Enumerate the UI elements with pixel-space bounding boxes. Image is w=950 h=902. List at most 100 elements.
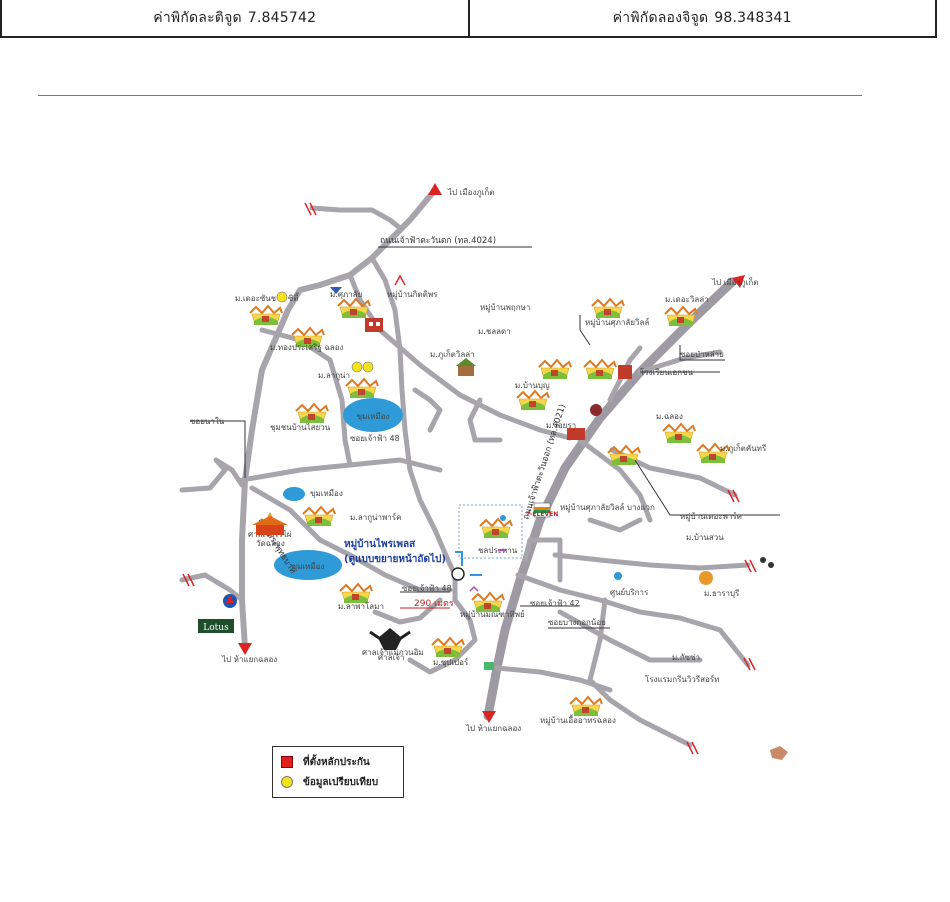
legend-row-collateral: ที่ตั้งหลักประกัน: [281, 752, 395, 772]
arrow-down-icon: [482, 711, 496, 723]
shrine-icon: [590, 404, 602, 416]
subject-property: หมู่บ้านไพรเพลส (ดูแบบขยายหน้าถัดไป) ซอย…: [344, 537, 482, 609]
collateral-building-icon: [365, 318, 383, 332]
place-label: ม.เดอะวิลล่า: [665, 295, 709, 304]
seven-eleven-icon: 7-ELEVEN: [526, 502, 558, 518]
longitude-value: 98.348341: [714, 10, 792, 26]
place-label: โรงแรมกรีนวิวรีสอร์ท: [645, 674, 719, 684]
place-label: ม.ภูเก็ตวิลล่า: [430, 349, 475, 360]
subject-note: (ดูแบบขยายหน้าถัดไป): [344, 552, 446, 566]
building-icon: [618, 365, 632, 379]
village-icon: [538, 359, 572, 380]
animal-icon: [699, 571, 713, 585]
comparison-marker-icon: [351, 361, 363, 373]
north-road-label: ถนนเจ้าฟ้าตะวันตก (ทล.4024): [380, 235, 496, 246]
longitude-cell: ค่าพิกัดลองจิจูด 98.348341: [467, 0, 936, 36]
leader-lines: [190, 315, 780, 629]
reservoir-small-label: ขุมเหมือง: [310, 489, 343, 498]
place-label: ม.ลาพาโลมา: [338, 601, 384, 611]
village-icon: [337, 298, 371, 319]
direction-markers: [182, 183, 757, 755]
house-icon: [458, 364, 474, 376]
lotus-label: Lotus: [203, 623, 229, 633]
reservoir-north-shape: [343, 398, 403, 432]
village-icon: [591, 298, 625, 319]
legend-comparison-label: ข้อมูลเปรียบเทียบ: [303, 776, 379, 788]
place-label: ชุมชนบ้านไสยวน: [270, 423, 331, 432]
person-icon: [394, 274, 406, 286]
place-label: หมู่บ้านศุภาลัยวิลล์ บางแวก: [560, 502, 655, 513]
legend-collateral-label: ที่ตั้งหลักประกัน: [303, 756, 370, 768]
reservoir-small-shape: [283, 487, 305, 501]
roof-icon: [456, 358, 476, 366]
school-icon: [567, 428, 585, 440]
to-chalong-right-label: ไป ห้าแยกฉลอง: [465, 724, 521, 733]
arrow-up-icon: [732, 275, 745, 288]
comparison-marker-icon: [276, 291, 288, 303]
place-label: ม.บ้านบุญ: [515, 381, 550, 390]
place-label: หมู่บ้านพฤกษา: [480, 303, 530, 313]
pump-icon: [614, 572, 622, 580]
place-label: หมู่บ้านเอื้ออาทรฉลอง: [540, 714, 616, 726]
place-label: ซอยเจ้าฟ้า 48: [350, 434, 400, 443]
route-arrow-icon: [455, 551, 463, 566]
subject-soi: ซอยเจ้าฟ้า 48: [402, 584, 452, 593]
village-icon: [569, 696, 603, 717]
place-label: ม.ลากูน่า: [318, 371, 350, 381]
road-break-icon: [182, 202, 757, 755]
inset-boundary: [458, 504, 523, 559]
reservoir-north-label: ขุมเหมือง: [357, 412, 390, 421]
yellow-circle-icon: [281, 776, 293, 788]
main-highway: [483, 277, 737, 721]
legend-row-comparison: ข้อมูลเปรียบเทียบ: [281, 772, 395, 792]
place-label: ม.ซุปเปอร์: [433, 657, 469, 667]
place-label: ม.ภูเก็ตคันทรี: [720, 443, 767, 454]
place-label: ศาลเจ้าแม่กวนอิม: [362, 648, 424, 657]
arrow-up-icon: [428, 183, 442, 195]
longitude-label: ค่าพิกัดลองจิจูด: [612, 10, 709, 26]
village-icon: [516, 390, 550, 411]
seven-eleven-label: 7-ELEVEN: [526, 511, 558, 518]
village-icon: [662, 423, 696, 444]
place-label: ศูนย์บริการ: [610, 587, 649, 598]
village-icon: [607, 445, 641, 466]
village-icon: [583, 359, 617, 380]
place-label: หมู่บ้านเดอะพาร์ค: [680, 511, 742, 522]
landmarks: วัดฉลอง ศาลเจ้า Lotus 7-ELEVEN: [198, 274, 788, 760]
place-label: ม.กัซซ่า: [672, 653, 700, 662]
water-bodies: ขุมเหมือง ขุมเหมือง ขุมเหมือง: [274, 398, 403, 580]
village-icon: [431, 637, 465, 658]
village-icon: [664, 306, 698, 327]
coordinate-header: ค่าพิกัดละติจูด 7.845742 ค่าพิกัดลองจิจู…: [0, 0, 937, 38]
dot-icon: [768, 562, 774, 568]
lotus-logo-icon: Lotus: [198, 619, 234, 633]
place-label: ม.ไอยรา: [546, 421, 576, 430]
north-road: [239, 187, 438, 651]
garuda-icon: [369, 628, 411, 650]
subject-name: หมู่บ้านไพรเพลส: [344, 537, 416, 551]
village-icon: [302, 506, 336, 527]
temple-label: วัดฉลอง: [256, 539, 285, 548]
road-network: [179, 187, 751, 748]
place-label: ซอยป่าหล่าย: [680, 350, 724, 359]
red-square-icon: [281, 756, 293, 768]
reservoir-south-shape: [274, 550, 342, 580]
place-label: หมู่บ้านกิตติพร: [387, 290, 438, 300]
place-label: ชลประทาน: [478, 546, 518, 555]
reservoir-south-label: ขุมเหมือง: [292, 562, 325, 571]
village-icons: [249, 298, 730, 717]
village-icon: [339, 583, 373, 604]
subject-distance: 290 เมตร: [414, 599, 454, 609]
place-label: ม.ทองประเสริฐ ฉลอง: [270, 343, 344, 352]
place-label: ม.ฉลอง: [656, 412, 683, 421]
latitude-value: 7.845742: [247, 10, 317, 26]
place-label: ซอยเจ้าฟ้า 42: [530, 599, 580, 608]
dot-icon: [760, 557, 766, 563]
village-icon: [345, 378, 379, 399]
place-label: ม.ลากูน่าพาร์ค: [350, 512, 401, 523]
pin-icon: [500, 515, 506, 521]
blob-icon: [770, 746, 788, 760]
latitude-label: ค่าพิกัดละติจูด: [153, 10, 242, 26]
fuel-station-icon: [223, 594, 237, 608]
compass-icon: [451, 567, 465, 581]
